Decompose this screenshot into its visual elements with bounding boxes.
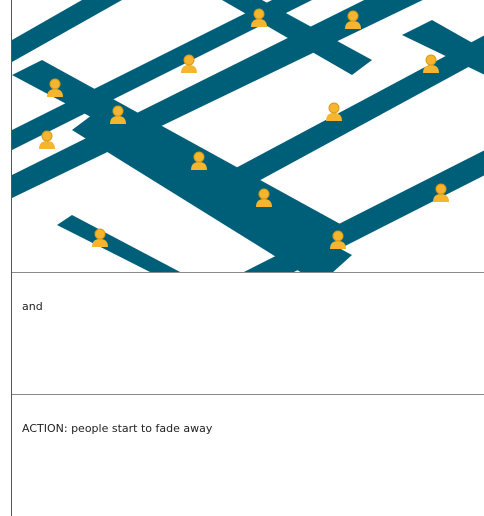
action-panel: ACTION: people start to fade away [12, 395, 484, 516]
person-icon [326, 103, 342, 121]
road-segment [57, 215, 182, 273]
road-network [12, 0, 484, 273]
road-segment [12, 0, 122, 62]
note-panel: and [12, 273, 484, 395]
street-grid-illustration [12, 0, 484, 273]
action-text: ACTION: people start to fade away [22, 422, 212, 435]
storyboard: and ACTION: people start to fade away [11, 0, 484, 516]
illustration-panel [12, 0, 484, 273]
note-text: and [22, 300, 43, 313]
